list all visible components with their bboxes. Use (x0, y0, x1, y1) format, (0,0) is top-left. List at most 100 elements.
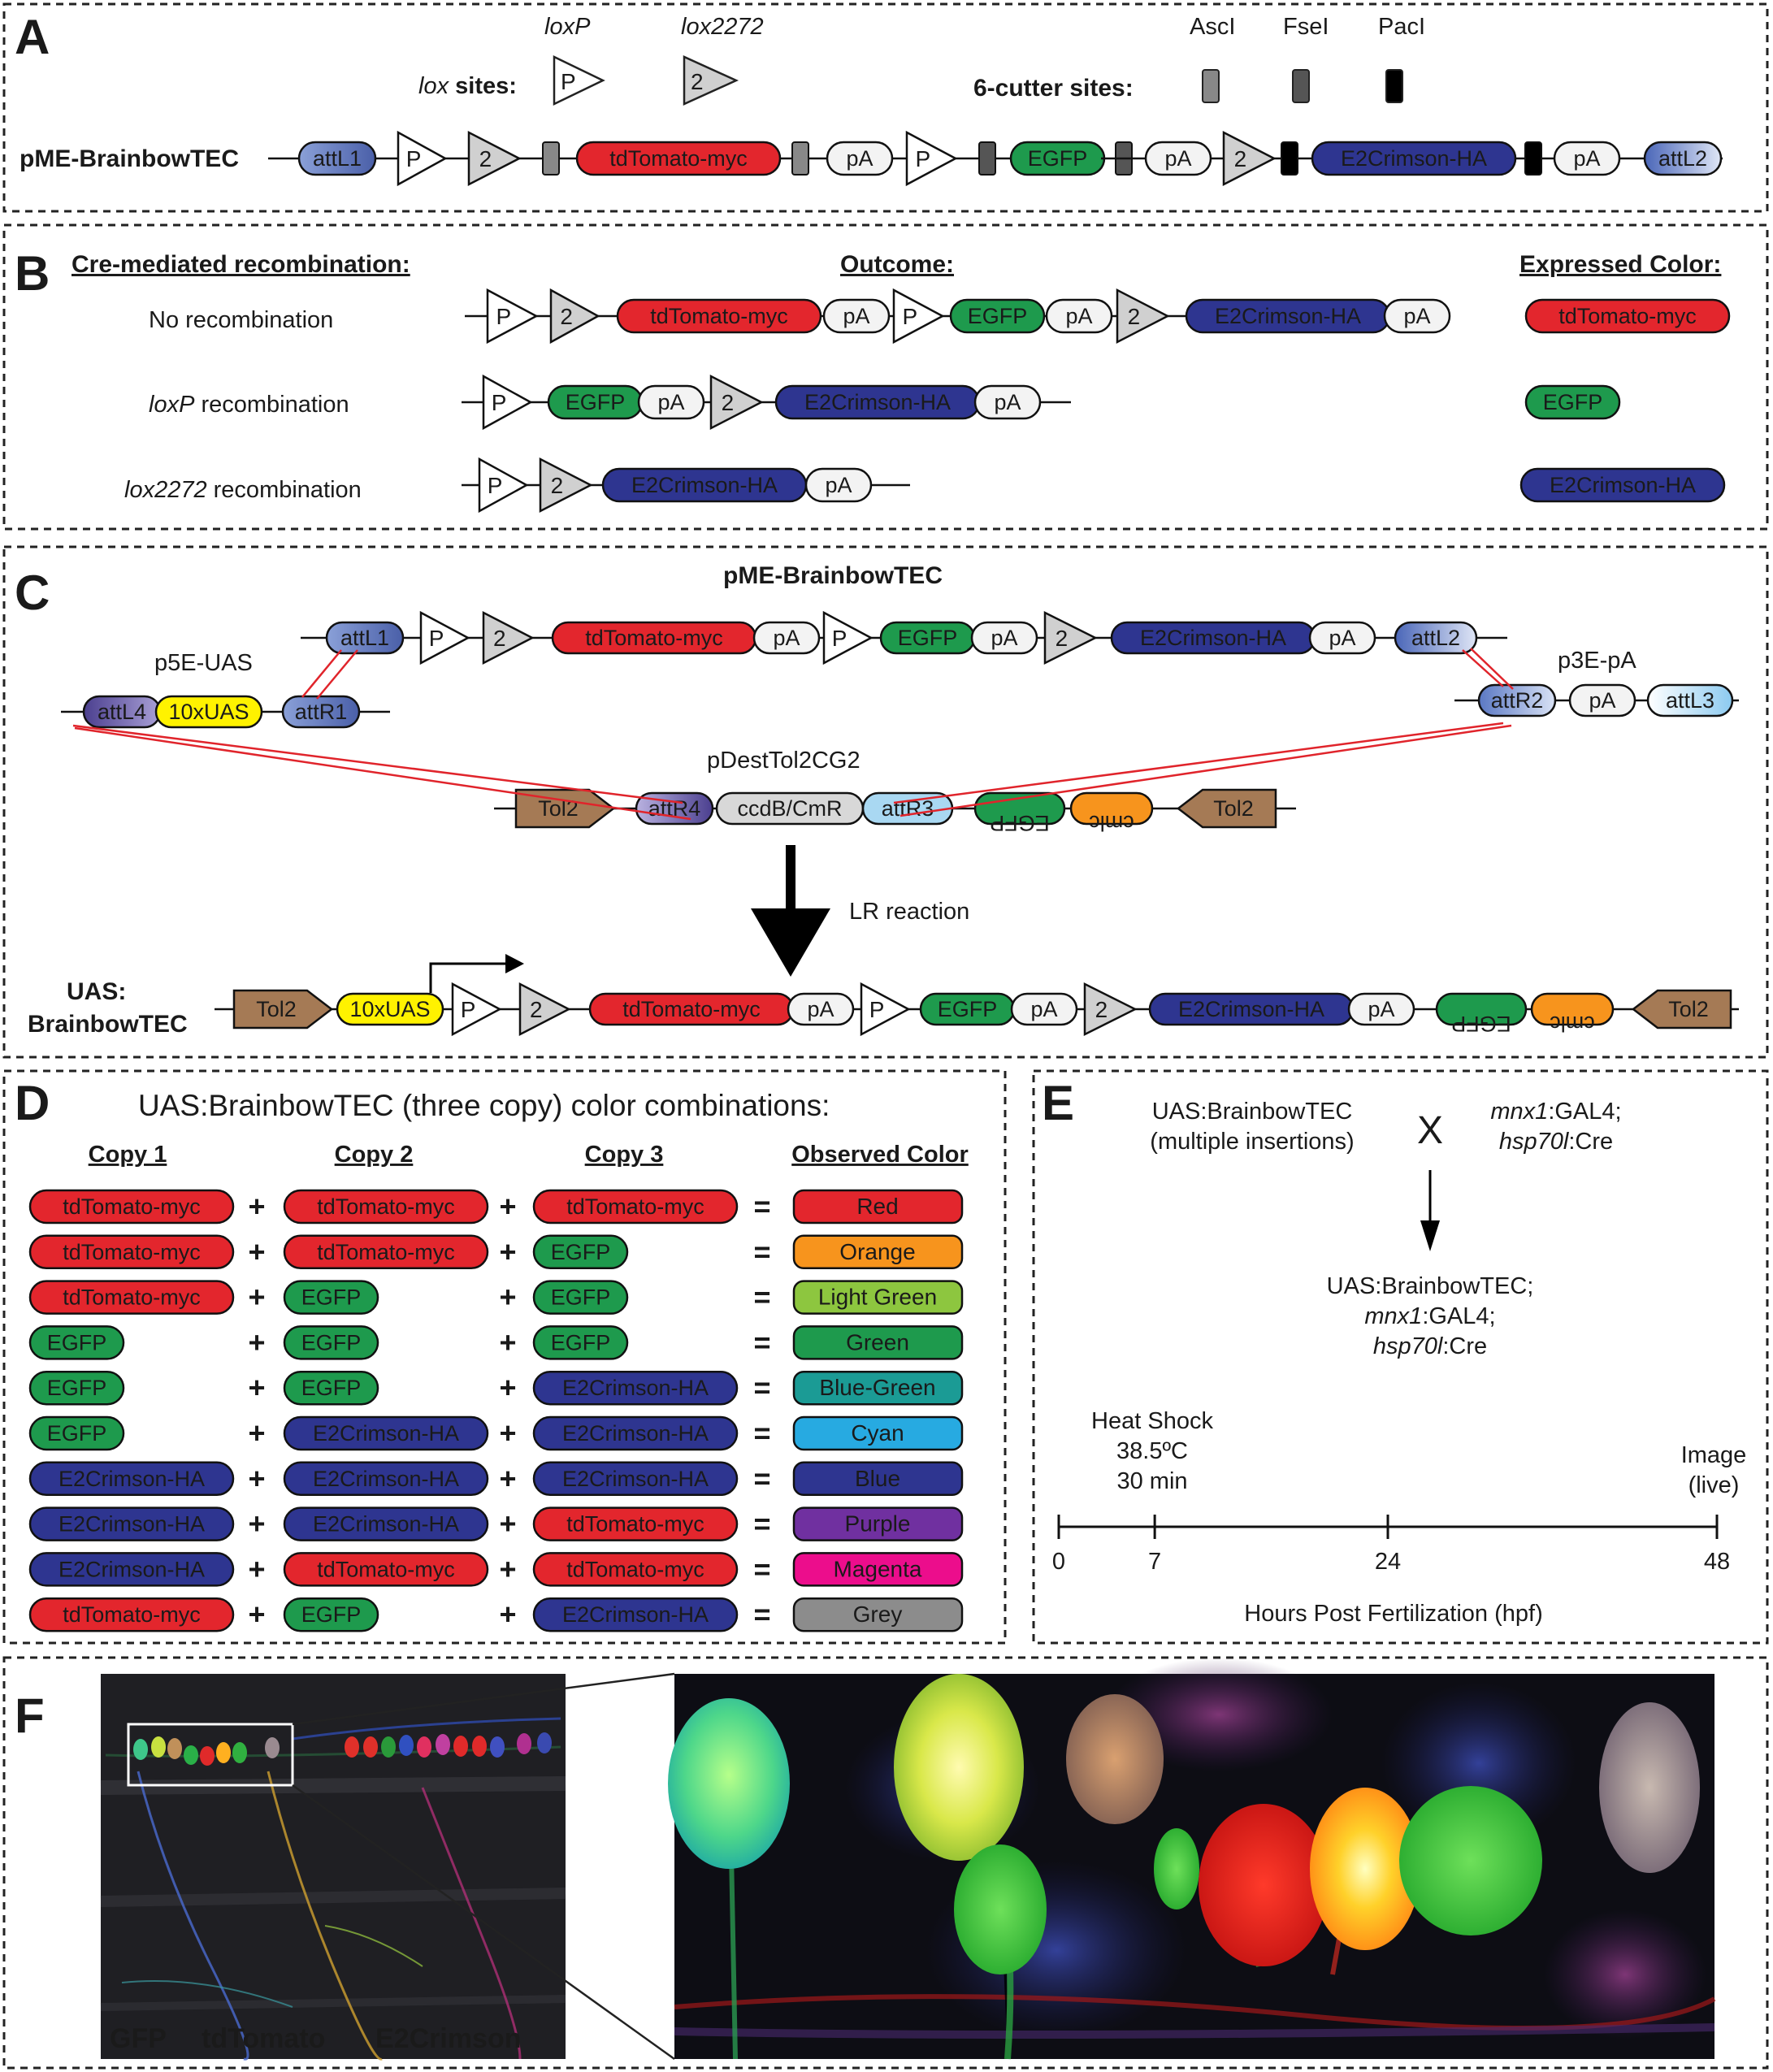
observed-color-chip (792, 1552, 964, 1587)
egfp-element-label: EGFP (938, 997, 998, 1021)
attl2-element-label: attL2 (1411, 626, 1460, 650)
plus-sign: + (499, 1597, 516, 1631)
plus-sign: + (248, 1552, 265, 1585)
copy-1-chip-label: E2Crimson-HA (59, 1557, 205, 1581)
observed-color-chip (792, 1597, 964, 1632)
observed-color-chip (792, 1461, 964, 1497)
egfp-element-label: EGFP (968, 304, 1028, 328)
e2crimson-element-label: E2Crimson-HA (804, 390, 951, 414)
copy-2-chip (283, 1415, 489, 1451)
heat-shock-line2: 38.5ºC (1116, 1438, 1188, 1464)
copy-1-chip-label: EGFP (47, 1421, 107, 1446)
tol2-arm (1631, 989, 1732, 1029)
observed-color-label: Red (856, 1194, 898, 1219)
loxp-site-label: P (492, 390, 507, 415)
copy-3-chip (532, 1325, 629, 1360)
copy-2-chip (283, 1189, 489, 1225)
paci-site (1524, 141, 1542, 176)
panel-d-letter: D (15, 1076, 50, 1130)
tol2-arm (232, 989, 334, 1029)
uas-name-line1: UAS: (67, 978, 126, 1005)
attl2-element (1394, 621, 1478, 655)
egfp-element-label: EGFP (566, 390, 626, 414)
pa-element (973, 384, 1042, 420)
paci-label: PacI (1378, 14, 1425, 40)
loxp-label: loxP (544, 14, 591, 40)
pa-element-label: pA (991, 626, 1017, 650)
cmlc-element-label: cmlc (1089, 811, 1134, 835)
lox2272-site-label: 2 (1056, 626, 1069, 651)
panel-b-letter: B (15, 246, 50, 301)
observed-color-label: Orange (839, 1239, 915, 1264)
copy-3-chip (532, 1370, 739, 1406)
image-line1: Image (1681, 1442, 1747, 1468)
cmlc-element (1069, 791, 1154, 826)
copy-1-chip (28, 1506, 235, 1541)
copy-3-chip (532, 1461, 739, 1497)
lox2272-site-label: 2 (493, 626, 506, 651)
construct-a-name: pME-BrainbowTEC (20, 145, 239, 172)
attr2-element (1477, 683, 1557, 717)
loxp-site-label: P (902, 304, 917, 329)
lox2272-site-label: 2 (560, 304, 573, 329)
child-line3: hsp70l:Cre (1373, 1333, 1487, 1359)
observed-color-chip (792, 1506, 964, 1541)
uas-element (154, 695, 263, 729)
e2crimson-element-label: E2Crimson-HA (1140, 626, 1286, 650)
loxp-site-label: P (915, 146, 930, 171)
lox2272-site-label: 2 (479, 146, 492, 171)
uas-element (336, 992, 444, 1026)
plus-sign: + (499, 1371, 516, 1404)
p3e-label: p3E-pA (1558, 648, 1636, 674)
timeline-tick-label: 7 (1148, 1549, 1161, 1575)
pa-element-label: pA (1403, 304, 1430, 328)
panel-b-frame (2, 223, 1769, 531)
panel-e-frame (1032, 1069, 1769, 1645)
plus-sign: + (248, 1416, 265, 1450)
observed-color-label: Green (846, 1329, 909, 1355)
observed-color-label: Cyan (851, 1420, 904, 1446)
attr1-element (281, 695, 361, 729)
copy-2-chip (283, 1370, 379, 1406)
attr2-element-label: attR2 (1491, 688, 1544, 713)
lox2272-site-label: 2 (722, 390, 735, 415)
zoom-box (127, 1723, 294, 1787)
loxp-site-label: P (461, 997, 476, 1022)
copy-1-chip (28, 1461, 235, 1497)
loxp-site (860, 982, 911, 1037)
timeline-axis-label: Hours Post Fertilization (hpf) (1244, 1601, 1542, 1627)
pa-element-label: pA (846, 146, 873, 171)
lox2272-site (539, 457, 593, 514)
parent2-line1: mnx1:GAL4; (1490, 1099, 1621, 1125)
pa-element (1347, 992, 1415, 1026)
copy-1-chip-label: E2Crimson-HA (59, 1467, 205, 1491)
attr1-element-label: attR1 (295, 700, 348, 724)
lr-arrow (751, 845, 830, 977)
fsei-site-icon (1292, 69, 1310, 103)
tol2-arm (1176, 788, 1277, 829)
copy-2-chip-label: tdTomato-myc (317, 1194, 455, 1219)
attl1-element-label: attL1 (313, 146, 362, 171)
observed-color-chip (792, 1189, 964, 1225)
copy-1-chip-label: tdTomato-myc (63, 1194, 201, 1219)
attl3-element-label: attL3 (1666, 688, 1714, 713)
lr-reaction-label: LR reaction (849, 899, 969, 925)
copy-2-chip-label: tdTomato-myc (317, 1557, 455, 1581)
six-cutter-label: 6-cutter sites: (973, 75, 1134, 102)
copy-3-chip (532, 1597, 739, 1632)
loxp-site-label: P (832, 626, 847, 651)
pa-element (1010, 992, 1078, 1026)
pa-element (822, 298, 891, 334)
plus-sign: + (499, 1325, 516, 1359)
observed-color-chip (792, 1280, 964, 1315)
asci-site (791, 141, 809, 176)
loxp-site (482, 374, 533, 431)
recombination-links (72, 648, 1514, 821)
loxp-site (419, 610, 470, 665)
copy-2-chip-label: EGFP (301, 1602, 362, 1627)
lox2272-legend-icon: 2 (683, 55, 739, 106)
